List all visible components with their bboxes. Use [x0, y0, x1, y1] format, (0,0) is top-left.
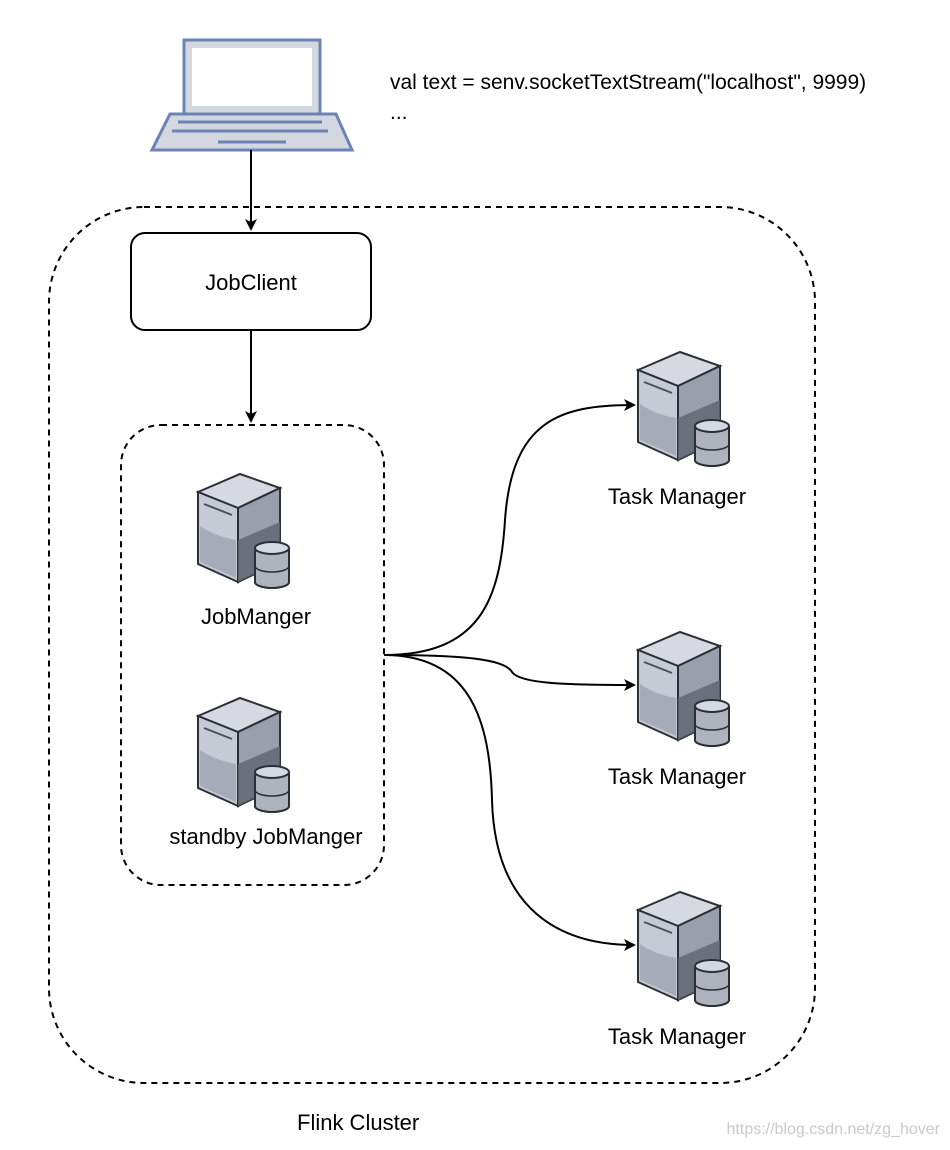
jobmanager-label: JobManger: [200, 604, 312, 629]
cluster-label: Flink Cluster: [297, 1110, 420, 1135]
flink-cluster-boundary: [48, 206, 816, 1084]
taskmanager-2-server-icon: [637, 631, 730, 747]
arrow-jobmanager-to-taskmanager-2: [383, 654, 636, 691]
taskmanager-2-label: Task Manager: [607, 764, 747, 789]
code-line-2: ...: [390, 101, 408, 124]
jobmanager-server-icon: [197, 473, 290, 589]
taskmanager-3-label: Task Manager: [607, 1024, 747, 1049]
arrow-jobmanager-to-taskmanager-3: [383, 654, 636, 951]
taskmanager-1-label: Task Manager: [607, 484, 747, 509]
taskmanager-1-server-icon: [637, 351, 730, 467]
jobclient-label: JobClient: [205, 270, 297, 295]
standby-jobmanager-server-icon: [197, 697, 290, 813]
standby-jobmanager-label: standby JobManger: [169, 824, 363, 849]
watermark: https://blog.csdn.net/zg_hover: [726, 1121, 940, 1138]
arrow-jobmanager-to-taskmanager-1: [383, 399, 636, 656]
jobmanager-group-boundary: [120, 424, 385, 886]
code-line-1: val text = senv.socketTextStream("localh…: [390, 71, 867, 94]
taskmanager-3-server-icon: [637, 891, 730, 1007]
code-snippet: val text = senv.socketTextStream("localh…: [390, 68, 866, 128]
laptop-icon: [149, 38, 355, 152]
